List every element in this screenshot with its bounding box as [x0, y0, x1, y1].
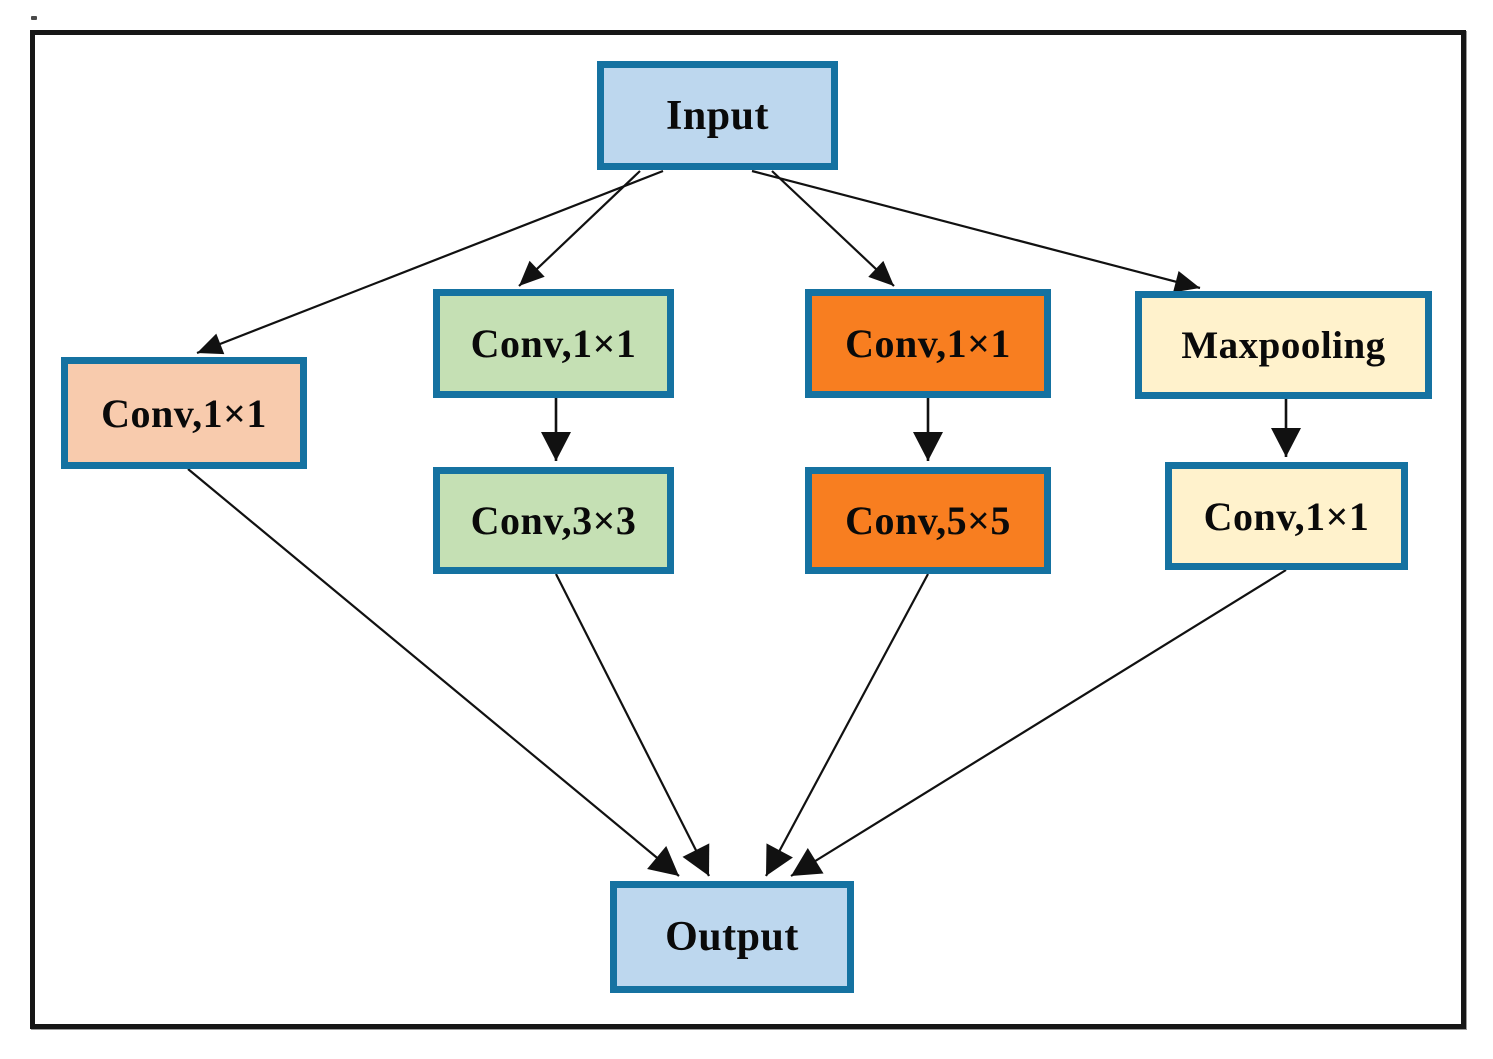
- node-conv1x1-branch4-label: Conv,1×1: [1203, 493, 1370, 539]
- node-output: Output: [610, 881, 854, 993]
- node-maxpooling-label: Maxpooling: [1181, 323, 1386, 367]
- node-input-label: Input: [666, 92, 769, 139]
- node-conv3x3-branch2-label: Conv,3×3: [470, 498, 637, 543]
- node-conv1x1-branch2-label: Conv,1×1: [470, 321, 637, 366]
- node-conv1x1-branch2: Conv,1×1: [433, 289, 674, 398]
- node-conv5x5-branch3-label: Conv,5×5: [845, 498, 1011, 543]
- node-conv1x1-branch3: Conv,1×1: [805, 289, 1051, 398]
- stray-dot-artifact: [31, 16, 37, 20]
- node-conv5x5-branch3: Conv,5×5: [805, 467, 1051, 574]
- node-input: Input: [597, 61, 838, 170]
- node-conv1x1-branch3-label: Conv,1×1: [845, 321, 1011, 366]
- diagram-outer-frame: [30, 30, 1466, 1029]
- node-maxpooling: Maxpooling: [1135, 291, 1432, 399]
- node-conv1x1-branch1: Conv,1×1: [61, 357, 307, 469]
- node-conv1x1-branch1-label: Conv,1×1: [101, 390, 267, 436]
- node-output-label: Output: [665, 914, 799, 960]
- node-conv1x1-branch4: Conv,1×1: [1165, 462, 1408, 570]
- node-conv3x3-branch2: Conv,3×3: [433, 467, 674, 574]
